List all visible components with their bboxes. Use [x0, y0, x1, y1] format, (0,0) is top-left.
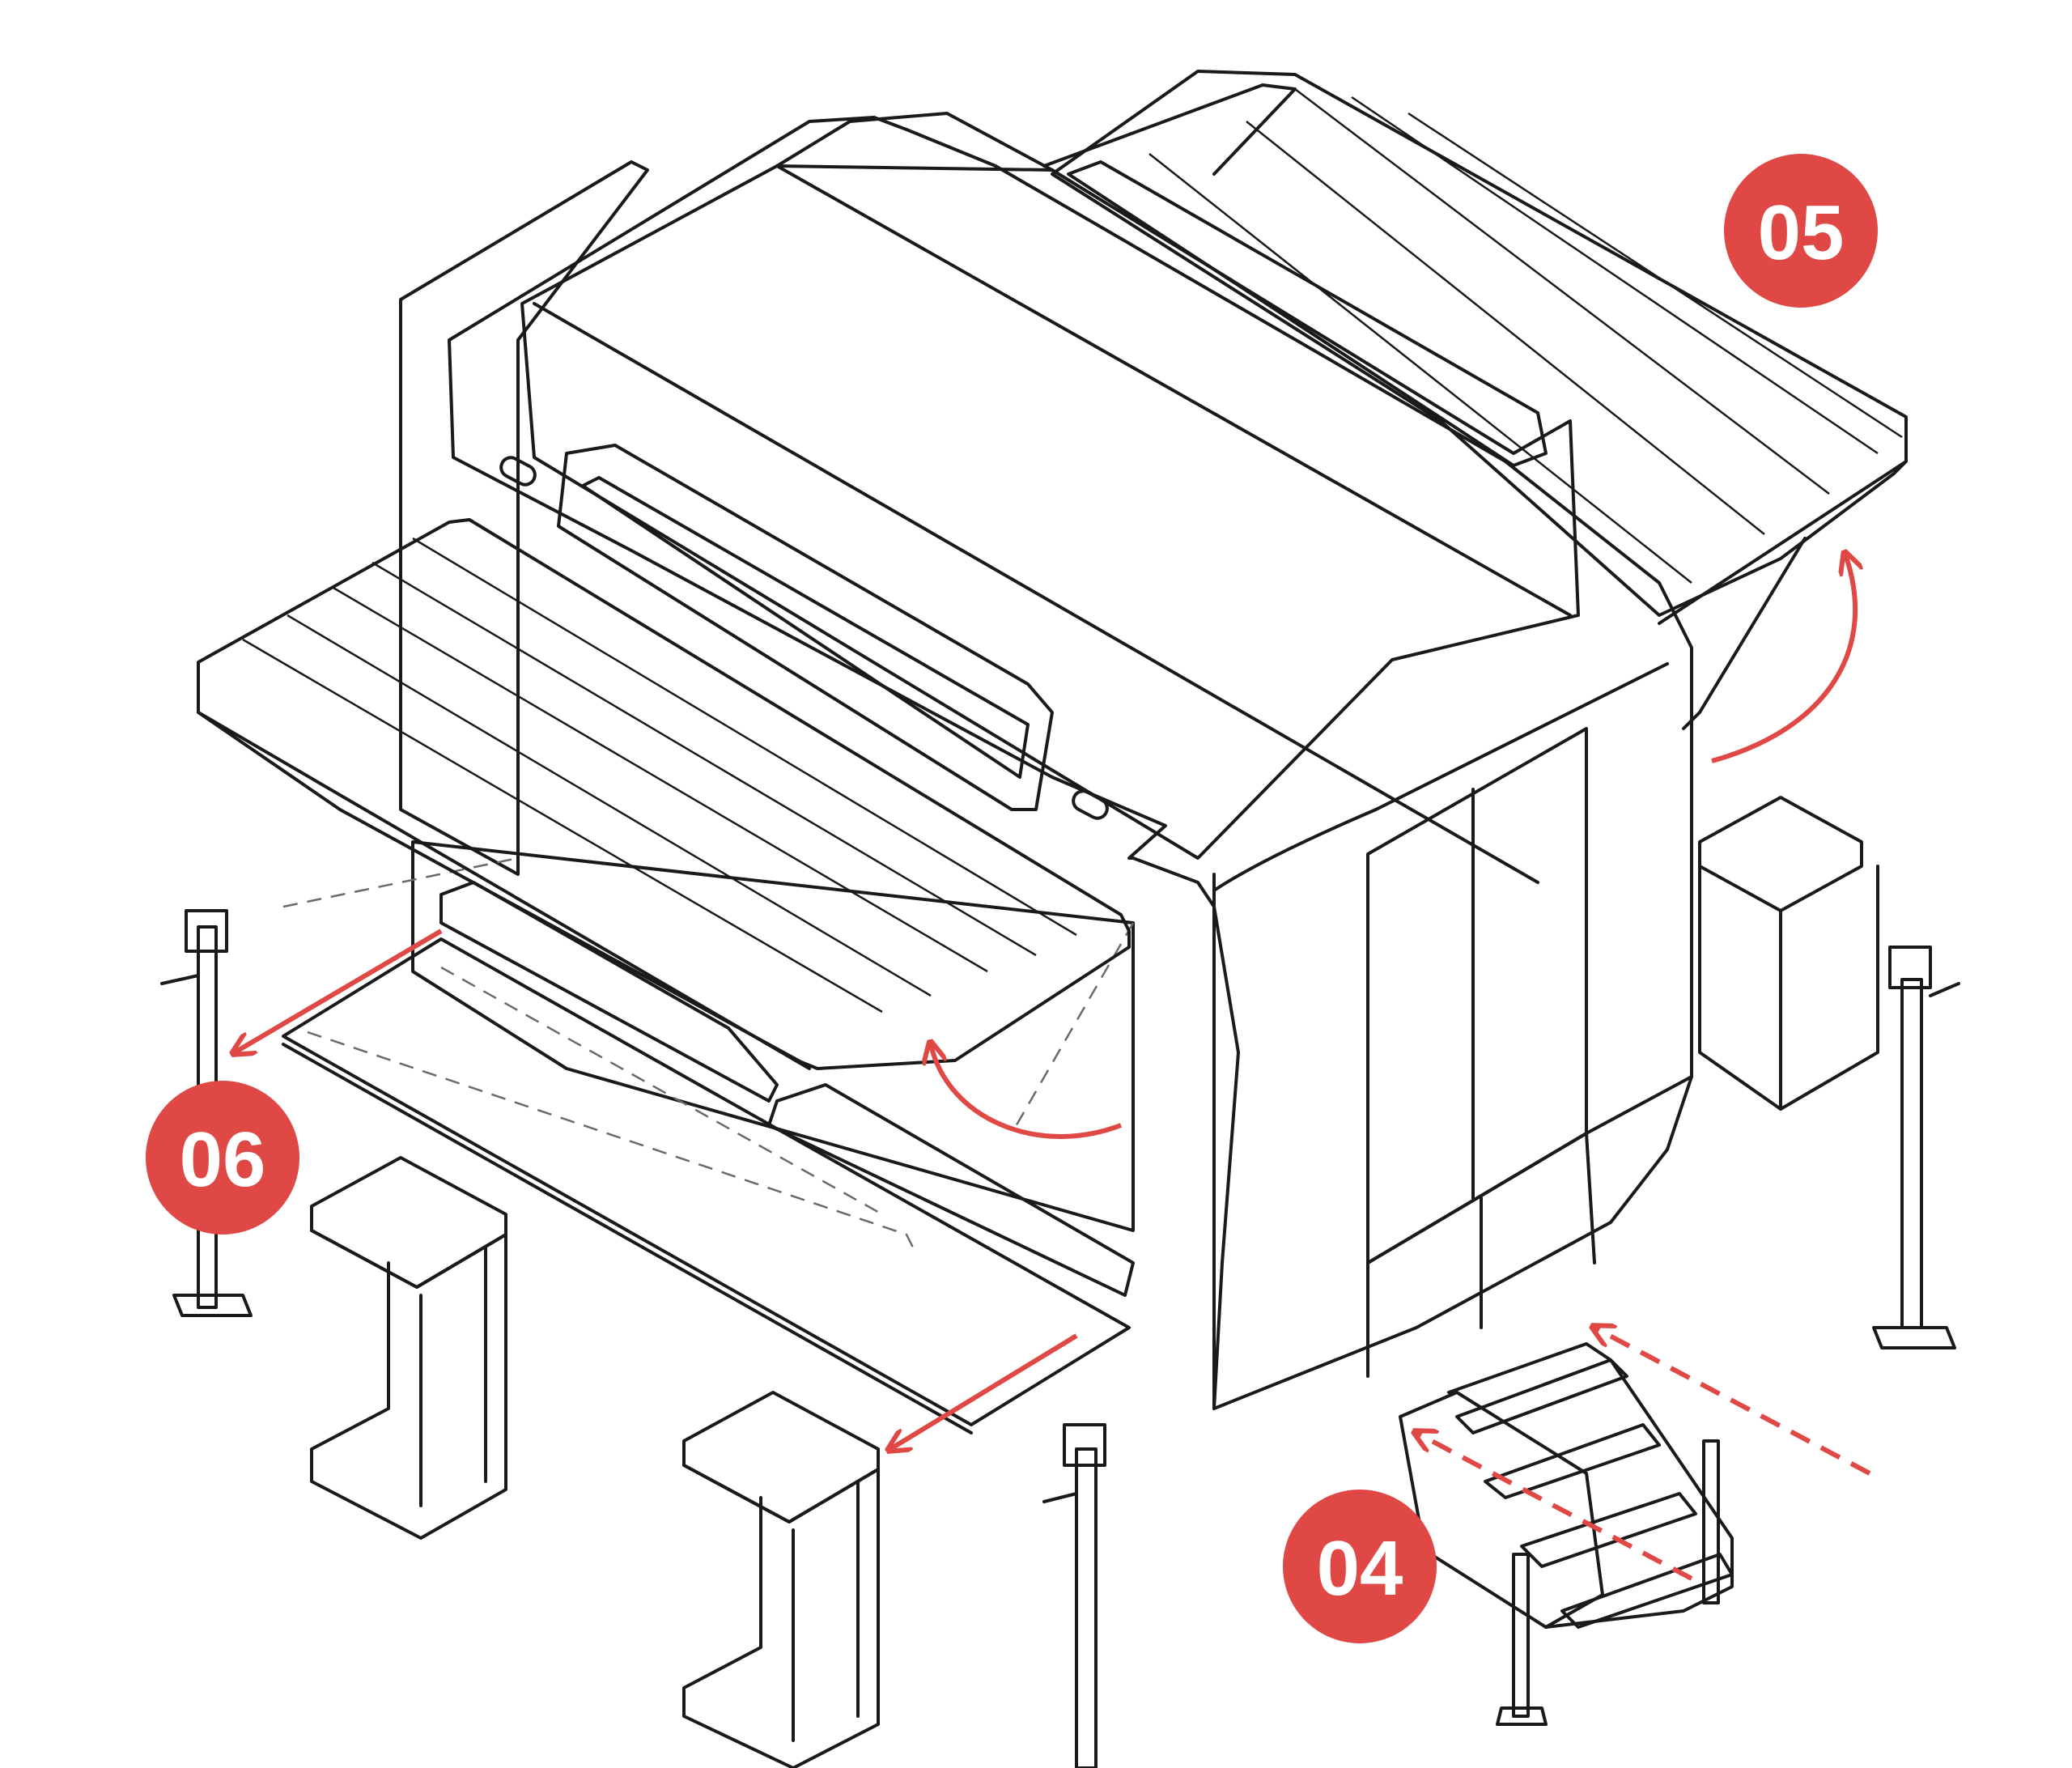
camper-shell [448, 112, 1693, 1410]
rear-box [399, 83, 1297, 876]
callout-badge [146, 1081, 299, 1235]
callout-label: 06 [180, 1116, 266, 1203]
right-awning-panel [1051, 70, 1908, 730]
callout-label: 05 [1758, 189, 1845, 276]
callout-steps: 04 [1283, 1490, 1437, 1643]
stool-right [682, 1391, 880, 1768]
jack-front [1042, 1423, 1106, 1768]
callout-awning: 05 [1724, 154, 1878, 308]
callout-badge [1724, 154, 1878, 308]
stool-left [310, 1156, 507, 1540]
front-awning-panel [197, 518, 1131, 1070]
fold-out-table [282, 937, 1131, 1434]
jack-right [1872, 946, 1960, 1349]
motion-arrows [235, 555, 1871, 1581]
arrow-steps-upper [1594, 1328, 1871, 1476]
perforated-rack [439, 881, 1135, 1297]
callout-table: 06 [146, 1081, 299, 1235]
folding-steps [1399, 1342, 1734, 1726]
arrow-awning-lift [1711, 555, 1855, 763]
interior-cavity [282, 840, 1135, 1232]
right-storage-box [1698, 796, 1879, 1111]
callout-label: 04 [1317, 1525, 1403, 1612]
arrow-table-slide-right [890, 1333, 1078, 1449]
arrow-steps-lower [1416, 1433, 1693, 1581]
callout-badge [1283, 1490, 1437, 1643]
arrow-front-awning [931, 1044, 1123, 1139]
arrow-table-slide-left [235, 929, 443, 1052]
